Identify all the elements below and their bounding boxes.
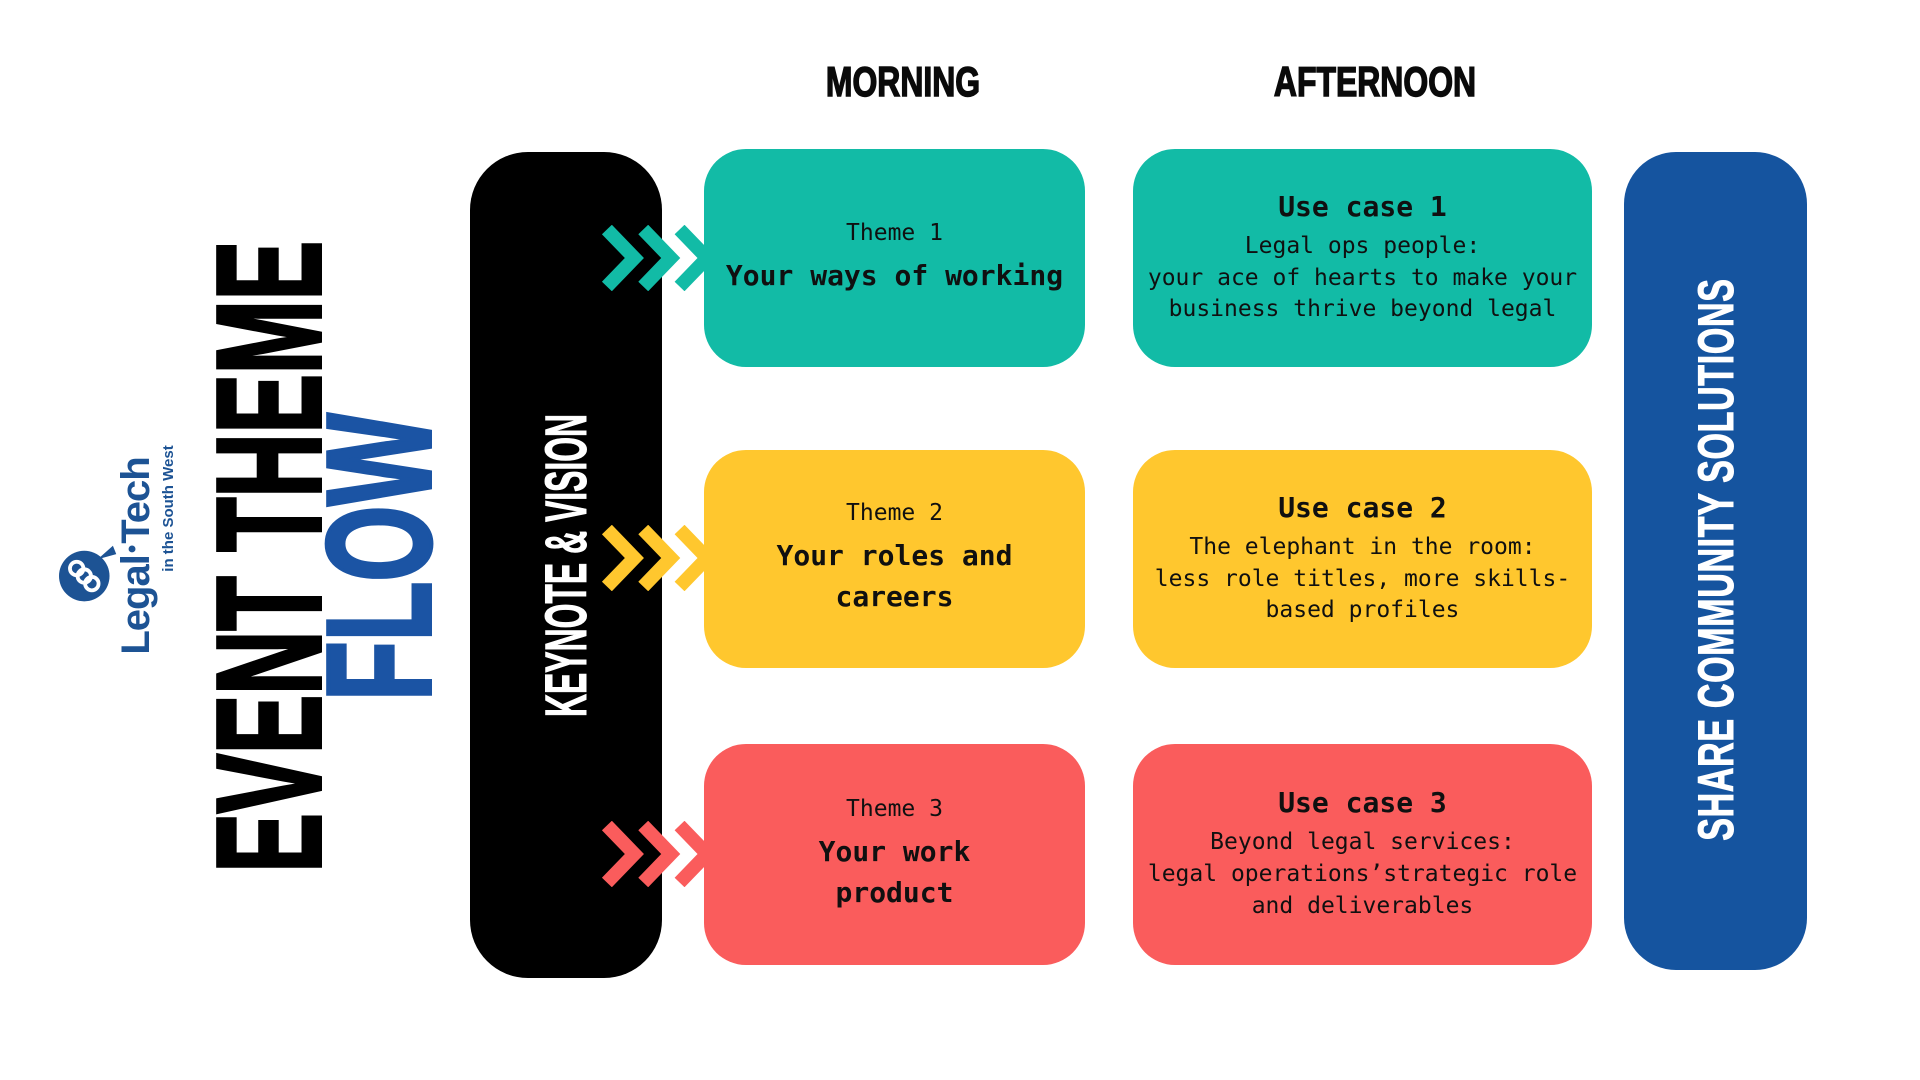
theme-3-label: Theme 3 bbox=[846, 795, 943, 822]
theme-2-title: Your roles and careers bbox=[776, 539, 1013, 613]
theme-2-box: Theme 2 Your roles and careers bbox=[704, 450, 1085, 668]
wordmark-dot: • bbox=[119, 545, 146, 554]
page-title: EVENT THEME FLOW bbox=[185, 240, 463, 875]
use-case-1-box: Use case 1 Legal ops people: your ace of… bbox=[1133, 149, 1592, 367]
theme-1-box: Theme 1 Your ways of working bbox=[704, 149, 1085, 367]
legaltech-logo: Legal•Tech in the South West bbox=[52, 421, 192, 691]
wordmark-tech: Tech bbox=[114, 457, 158, 544]
keynote-vision-text: KEYNOTE & VISION bbox=[533, 413, 599, 717]
legaltech-logo-inner: Legal•Tech in the South West bbox=[52, 421, 192, 691]
use-case-1-body: Legal ops people: your ace of hearts to … bbox=[1147, 232, 1578, 323]
legaltech-wordmark: Legal•Tech bbox=[114, 421, 159, 691]
theme-1-label: Theme 1 bbox=[846, 219, 943, 246]
afternoon-column-header: AFTERNOON bbox=[1273, 57, 1477, 106]
use-case-3-title: Use case 3 bbox=[1278, 786, 1447, 820]
chevron-right-icon bbox=[602, 525, 710, 591]
chevron-right-icon bbox=[602, 821, 710, 887]
use-case-2-box: Use case 2 The elephant in the room: les… bbox=[1133, 450, 1592, 668]
theme-2-label: Theme 2 bbox=[846, 500, 943, 527]
theme-3-title: Your work product bbox=[818, 834, 971, 909]
use-case-2-title: Use case 2 bbox=[1278, 490, 1447, 524]
page-title-line2: FLOW bbox=[295, 412, 463, 703]
theme-1-title: Your ways of working bbox=[725, 258, 1064, 292]
balloon-scribble-icon bbox=[59, 545, 117, 602]
share-community-solutions-text: SHARE COMMUNITY SOLUTIONS bbox=[1688, 278, 1745, 842]
share-community-solutions-pill bbox=[1624, 152, 1807, 970]
legaltech-tagline: in the South West bbox=[160, 445, 177, 572]
use-case-3-box: Use case 3 Beyond legal services: legal … bbox=[1133, 744, 1592, 965]
use-case-3-body: Beyond legal services: legal operations’… bbox=[1147, 829, 1578, 919]
chevron-right-icon bbox=[602, 225, 710, 291]
morning-column-header: MORNING bbox=[825, 57, 981, 106]
keynote-vision-label: KEYNOTE & VISION bbox=[533, 265, 599, 865]
share-community-solutions-label: SHARE COMMUNITY SOLUTIONS bbox=[1688, 240, 1745, 880]
theme-3-box: Theme 3 Your work product bbox=[704, 744, 1085, 965]
wordmark-legal: Legal bbox=[114, 555, 158, 655]
use-case-1-title: Use case 1 bbox=[1278, 189, 1447, 223]
use-case-2-body: The elephant in the room: less role titl… bbox=[1154, 533, 1571, 624]
